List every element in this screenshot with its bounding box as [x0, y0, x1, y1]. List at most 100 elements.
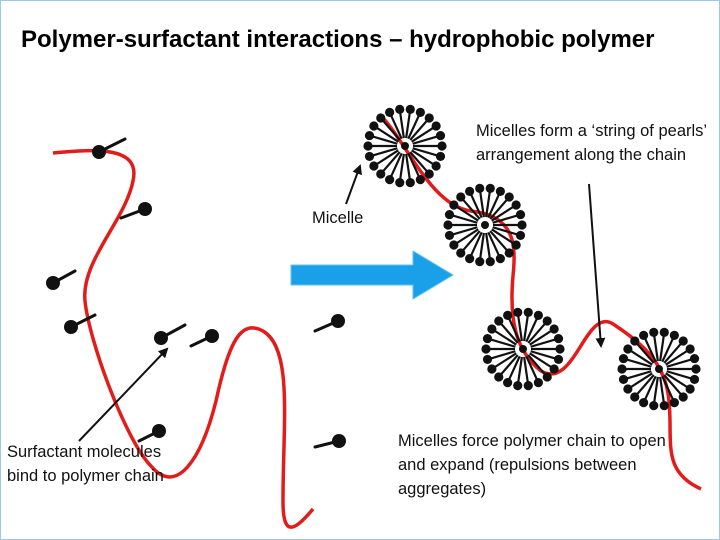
micelle-head [376, 169, 386, 179]
micelle-tail [523, 312, 530, 342]
micelle-tail [633, 374, 655, 398]
micelle-tail [379, 117, 401, 141]
micelle-tail [379, 151, 401, 175]
micelle-head [630, 392, 640, 402]
micelle-tail [661, 375, 676, 404]
label-chain-expansion: Micelles force polymer chain to open and… [398, 432, 666, 498]
bound-surfactant [46, 269, 77, 290]
micelle-head [431, 161, 441, 171]
micelle-head [424, 169, 434, 179]
micelle-tail [453, 228, 479, 246]
bound-surfactant [92, 137, 127, 159]
micelle-tail [529, 328, 555, 346]
micelle-head [618, 374, 629, 385]
micelle-tail [409, 151, 431, 175]
micelle-head [487, 324, 497, 334]
micelle-head [685, 384, 695, 394]
surfactant-group-free [313, 314, 346, 449]
micelle-head [363, 141, 373, 151]
micelle-tail [405, 153, 412, 183]
micelle [363, 104, 447, 188]
micelle-head [385, 175, 395, 185]
bound-surfactant [137, 424, 166, 443]
micelle-tail [369, 134, 398, 145]
micelle-tail [642, 334, 657, 363]
micelle-head [449, 200, 459, 210]
micelle-tail [491, 328, 517, 346]
micelle [617, 327, 701, 411]
micelle-head [533, 378, 543, 388]
micelle-head [485, 183, 495, 193]
micelle-head [456, 248, 466, 258]
micelle-head [482, 354, 493, 365]
label-micelle: Micelle [312, 209, 364, 227]
micelle-tail [373, 149, 399, 167]
pearls-pointer-arrow [588, 183, 606, 348]
micelle-head [678, 392, 688, 402]
micelle-head [659, 327, 669, 337]
micelle-head [435, 130, 446, 141]
micelle-tail [468, 190, 483, 219]
micelle-tail [530, 350, 559, 361]
micelle-tail [665, 348, 691, 366]
micelle-tail [412, 134, 441, 145]
micelle-tail [659, 332, 666, 362]
micelle-head [444, 209, 455, 220]
micelle-tail [398, 109, 405, 139]
micelle-head [415, 175, 425, 185]
micelle-head [405, 178, 415, 188]
micelle [443, 183, 527, 267]
micelle-core [655, 365, 663, 373]
micelle-head [395, 104, 405, 114]
surfactant-head [152, 424, 166, 438]
micelle-tail [663, 374, 685, 398]
micelle-head [689, 374, 700, 385]
micelle-tail [627, 372, 653, 390]
micelle-head [481, 344, 491, 354]
micelle-head [487, 364, 497, 374]
micelle-head [369, 161, 379, 171]
micelle-tail [633, 340, 655, 364]
micelle-head [517, 220, 527, 230]
micelle-tail [411, 125, 437, 143]
micelle-head [495, 186, 505, 196]
micelle-tail [373, 125, 399, 143]
micelle-head [431, 121, 441, 131]
micelle-tail [487, 350, 516, 361]
micelle-head [639, 398, 649, 408]
micelle-tail [407, 152, 422, 181]
free-surfactant [313, 434, 346, 449]
label-string-of-pearls: Micelles form a ‘string of pearls’ arran… [476, 122, 707, 164]
surfactant-head [332, 434, 346, 448]
micelle-head [405, 104, 415, 114]
bound-surfactant [119, 202, 152, 220]
micelle-head [376, 113, 386, 123]
micelle-tail [623, 370, 652, 381]
micelle-head [385, 107, 395, 117]
micelle-head [513, 307, 523, 317]
slide-title: Polymer-surfactant interactions – hydrop… [21, 26, 655, 53]
micelle-tail [659, 376, 666, 406]
micelle-tail [506, 314, 521, 343]
micelle-head [649, 327, 659, 337]
micelle-tail [459, 196, 481, 220]
micelle-tail [398, 153, 405, 183]
micelle-head [364, 151, 375, 162]
micelle-tail [409, 117, 431, 141]
micelle-tail [487, 190, 502, 219]
surfactant-head [154, 331, 168, 345]
micelle-head [424, 113, 434, 123]
micelle-tail [663, 340, 685, 364]
micelle-head [395, 178, 405, 188]
micelle-head [475, 183, 485, 193]
micelle-group [363, 104, 701, 411]
micelle-head [623, 344, 633, 354]
surfactant-head [46, 276, 60, 290]
polymer-chain-left [52, 148, 315, 529]
bound-surfactant [64, 313, 97, 334]
micelle-tail [516, 312, 523, 342]
micelle-head [617, 364, 627, 374]
micelle-head [542, 316, 552, 326]
micelle-tail [516, 356, 523, 386]
